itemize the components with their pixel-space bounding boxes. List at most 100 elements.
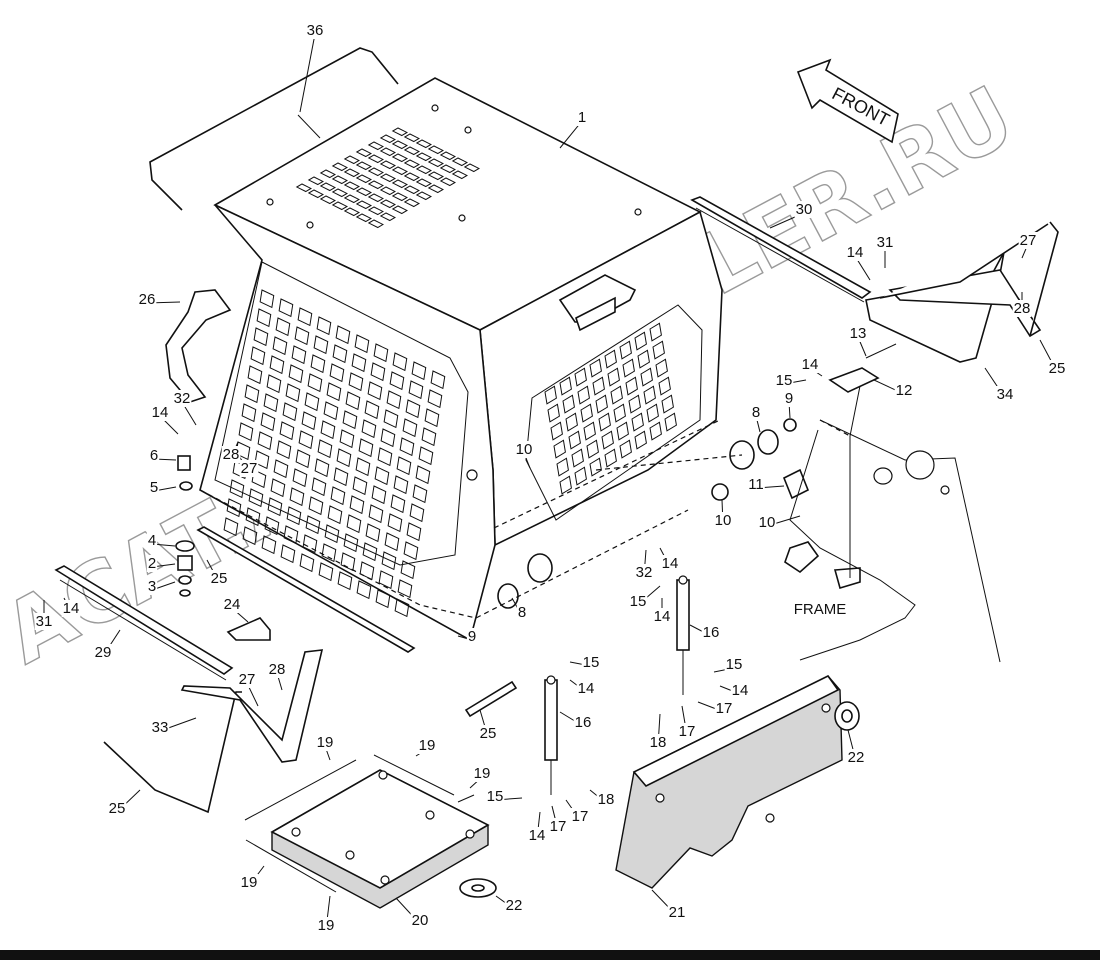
grid-cell	[311, 477, 327, 497]
callout-number: 27	[1020, 232, 1037, 249]
callout-label-bg	[267, 661, 287, 678]
callout-label-bg	[1018, 232, 1038, 249]
grid-cell	[330, 486, 346, 506]
callout-label-bg	[148, 479, 160, 496]
callout-label-bg	[570, 808, 590, 825]
callout-number: 14	[662, 555, 679, 572]
callout-number: 25	[211, 570, 228, 587]
grid-cell	[355, 161, 372, 171]
callout-number: 14	[529, 827, 546, 844]
grid-cell	[415, 139, 432, 149]
grid-cell	[379, 186, 396, 196]
grid-cell	[379, 147, 396, 157]
callout-label-bg	[478, 725, 498, 742]
grid-cell	[430, 370, 446, 390]
grid-cell	[553, 439, 566, 459]
grid-cell	[378, 570, 394, 590]
callout-number: 17	[716, 700, 733, 717]
callout-label-bg	[514, 441, 534, 458]
callout-label-bg	[410, 912, 430, 929]
callout-number: 14	[847, 244, 864, 261]
callout-label-bg	[730, 682, 750, 699]
bottom-border-bar	[0, 950, 1100, 960]
grid-cell	[301, 411, 317, 431]
grid-cell	[393, 475, 409, 495]
dashed-leaders	[199, 419, 851, 619]
grid-cell	[427, 145, 444, 155]
grid-cell	[343, 181, 360, 191]
grid-cell	[631, 412, 644, 432]
grid-cell	[634, 331, 647, 351]
frame: FRAME	[789, 385, 1001, 663]
grid-cell	[403, 172, 420, 182]
callout-number: 11	[748, 476, 764, 493]
callout-number: 36	[307, 22, 324, 39]
callout-number: 21	[669, 904, 686, 921]
grid-cell	[364, 400, 380, 420]
grid-cell	[604, 448, 617, 468]
callout-number: 1	[578, 109, 586, 126]
callout-number: 10	[715, 512, 732, 529]
grid-cell	[379, 212, 396, 222]
grid-cell	[367, 219, 384, 229]
grid-cell	[245, 507, 261, 527]
grid-cell	[427, 158, 444, 168]
callout-label-bg	[237, 671, 257, 688]
grid-cell	[355, 200, 372, 210]
callout-number: 16	[703, 624, 720, 641]
callout-number: 27	[241, 460, 258, 477]
callout-number: 25	[480, 725, 497, 742]
grid-cell	[298, 430, 314, 450]
callout-label-bg	[714, 700, 734, 717]
grid-cell	[365, 523, 381, 543]
grid-cell	[266, 374, 282, 394]
part-30-plate	[690, 196, 872, 303]
grid-cell	[251, 469, 267, 489]
grid-cell	[302, 534, 318, 554]
grid-cell	[367, 154, 384, 164]
grid-cell	[356, 580, 372, 600]
grid-cell	[348, 372, 364, 392]
callout-number: 28	[223, 446, 240, 463]
grid-cell	[276, 440, 292, 460]
callout-label-bg	[150, 404, 170, 421]
callout-number: 19	[419, 737, 436, 754]
part-24-bracket	[226, 617, 271, 641]
callout-number: 17	[550, 818, 567, 835]
callout-label-bg	[316, 917, 336, 934]
grid-cell	[373, 343, 389, 363]
callout-number: 19	[474, 765, 491, 782]
grid-cell	[408, 380, 424, 400]
grid-cell	[307, 189, 324, 199]
grid-cell	[313, 335, 329, 355]
callout-label-bg	[548, 818, 568, 835]
grid-cell	[403, 185, 420, 195]
grid-cell	[379, 160, 396, 170]
grid-cell	[661, 394, 674, 414]
callout-number: 16	[575, 714, 592, 731]
part-8-bushings	[497, 418, 797, 609]
callout-label-bg	[239, 874, 259, 891]
callout-label-bg	[747, 476, 765, 493]
callout-number: 31	[36, 613, 53, 630]
grid-cell	[367, 180, 384, 190]
part-33-hinge-bracket	[180, 649, 324, 763]
grid-cell	[299, 553, 315, 573]
grid-cell	[355, 148, 372, 158]
grid-cell	[399, 437, 415, 457]
grid-cell	[250, 346, 266, 366]
grid-cell	[397, 579, 413, 599]
grid-cell	[318, 562, 334, 582]
grid-cell	[351, 353, 367, 373]
callout-label-bg	[581, 654, 601, 671]
callout-number: 18	[598, 791, 615, 808]
callout-number: 31	[877, 234, 894, 251]
grid-cell	[439, 151, 456, 161]
grid-cell	[381, 551, 397, 571]
callout-label-bg	[848, 325, 868, 342]
callout-label-bg	[417, 737, 437, 754]
grid-cell	[297, 307, 313, 327]
grid-cell	[335, 325, 351, 345]
callout-label-bg	[846, 749, 866, 766]
grid-cell	[427, 389, 443, 409]
